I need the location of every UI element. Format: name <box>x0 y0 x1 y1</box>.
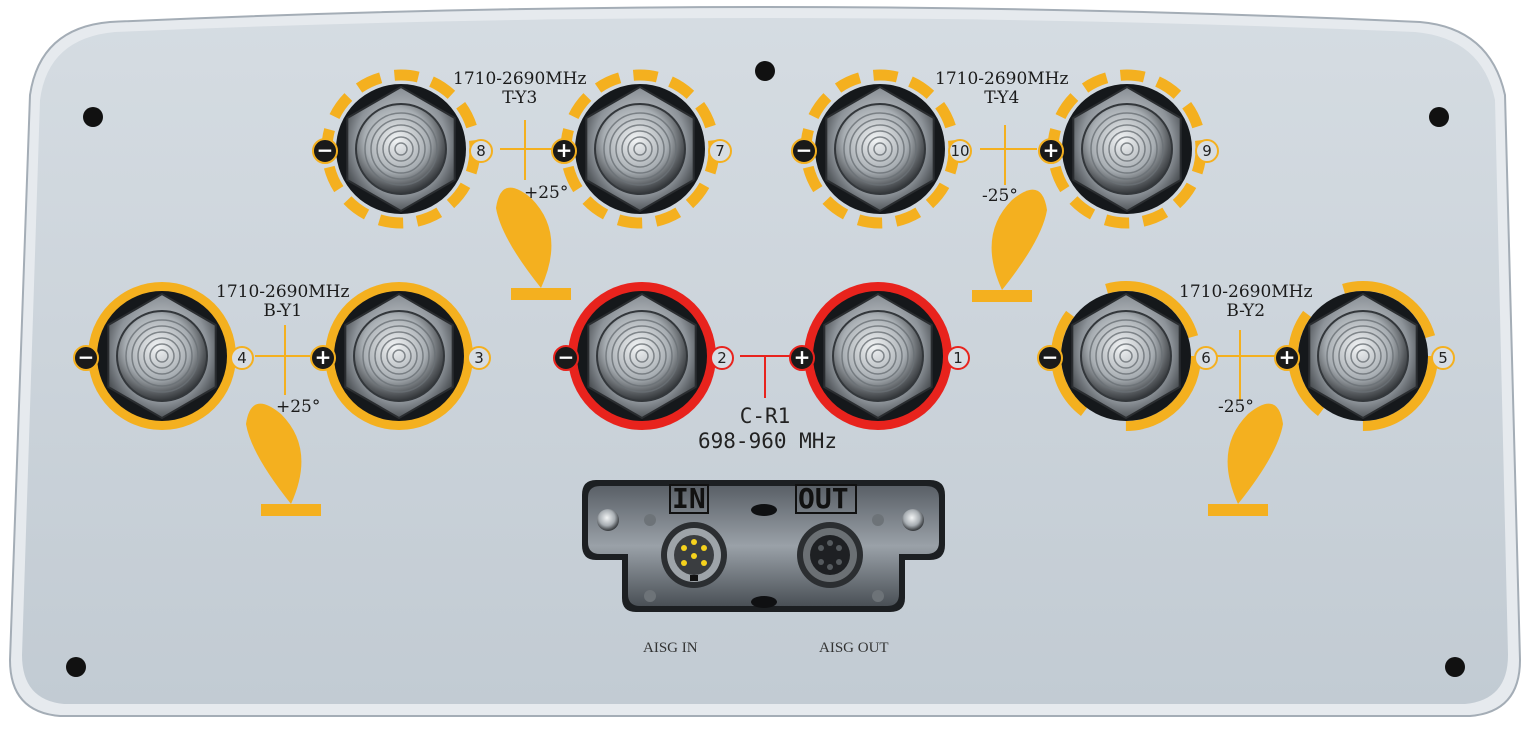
b-y1-label: 1710-2690MHz B-Y1 <box>216 283 349 321</box>
port-number-4: 4 <box>230 346 254 370</box>
aisg-in-plate-text: IN <box>672 482 706 515</box>
b-y2-name: B-Y2 <box>1226 301 1266 321</box>
plate-slot <box>751 596 777 608</box>
rf-port-2[interactable] <box>568 282 716 430</box>
plus-icon: + <box>551 138 577 164</box>
plus-icon: + <box>789 345 815 371</box>
minus-icon: − <box>312 138 338 164</box>
b-y1-freq: 1710-2690MHz <box>216 282 350 302</box>
minus-icon: − <box>791 138 817 164</box>
mounting-hole <box>1445 657 1465 677</box>
b-y2-tilt: -25° <box>1218 397 1254 417</box>
rf-port-8[interactable] <box>321 69 481 229</box>
plate-screw-small <box>872 514 884 526</box>
mounting-hole <box>755 61 775 81</box>
aisg-plate <box>582 480 945 612</box>
mounting-hole <box>83 107 103 127</box>
port-number-2: 2 <box>710 346 734 370</box>
beam-pattern-icon <box>972 189 1047 302</box>
rf-port-3[interactable] <box>325 282 473 430</box>
out-plate-box <box>795 484 857 514</box>
rf-port-7[interactable] <box>560 69 720 229</box>
aisg-out-plate-text: OUT <box>798 482 849 515</box>
port-number-3: 3 <box>467 346 491 370</box>
plate-slot <box>751 504 777 516</box>
aisg-out-label: AISG OUT <box>819 640 889 656</box>
plate-screw <box>902 509 924 531</box>
b-y2-freq: 1710-2690MHz <box>1179 282 1313 302</box>
minus-icon: − <box>73 345 99 371</box>
port-number-6: 6 <box>1194 346 1218 370</box>
plus-icon: + <box>310 345 336 371</box>
rf-port-1[interactable] <box>804 282 952 430</box>
plate-screw-small <box>644 590 656 602</box>
t-y3-label: 1710-2690MHz T-Y3 <box>453 70 586 108</box>
beam-pattern-icon <box>1208 403 1283 516</box>
t-y4-freq: 1710-2690MHz <box>935 69 1069 89</box>
rf-port-6[interactable] <box>1051 281 1201 431</box>
t-y3-tilt: +25° <box>524 183 569 203</box>
plate-screw-small <box>644 514 656 526</box>
port-number-10: 10 <box>948 139 972 163</box>
t-y4-label: 1710-2690MHz T-Y4 <box>935 70 1068 108</box>
c-r1-freq: 698-960 MHz <box>698 429 838 453</box>
port-number-9: 9 <box>1195 139 1219 163</box>
t-y3-freq: 1710-2690MHz <box>453 69 587 89</box>
mounting-holes <box>66 61 1465 677</box>
b-y2-label: 1710-2690MHz B-Y2 <box>1179 283 1312 321</box>
b-y1-name: B-Y1 <box>263 301 303 321</box>
plate-screw <box>597 509 619 531</box>
minus-icon: − <box>1037 345 1063 371</box>
rf-connectors <box>88 69 1438 431</box>
c-r1-label: C-R1 698-960 MHz <box>698 404 838 454</box>
beam-pattern-icon <box>496 187 571 300</box>
c-r1-name: C-R1 <box>739 404 791 428</box>
t-y4-tilt: -25° <box>982 186 1018 206</box>
port-number-7: 7 <box>708 139 732 163</box>
plate-screw-small <box>872 590 884 602</box>
t-y3-name: T-Y3 <box>502 88 538 108</box>
port-number-5: 5 <box>1431 346 1455 370</box>
rf-port-4[interactable] <box>88 282 236 430</box>
aisg-in-label: AISG IN <box>643 640 698 656</box>
b-y1-tilt: +25° <box>276 397 321 417</box>
beam-pattern-icon <box>246 403 321 516</box>
plus-icon: + <box>1274 345 1300 371</box>
port-number-1: 1 <box>946 346 970 370</box>
port-number-8: 8 <box>469 139 493 163</box>
mounting-hole <box>66 657 86 677</box>
minus-icon: − <box>553 345 579 371</box>
plus-icon: + <box>1038 138 1064 164</box>
mounting-hole <box>1429 107 1449 127</box>
rf-port-5[interactable] <box>1288 281 1438 431</box>
beam-patterns <box>246 187 1283 516</box>
in-plate-box <box>669 484 709 514</box>
t-y4-name: T-Y4 <box>984 88 1020 108</box>
